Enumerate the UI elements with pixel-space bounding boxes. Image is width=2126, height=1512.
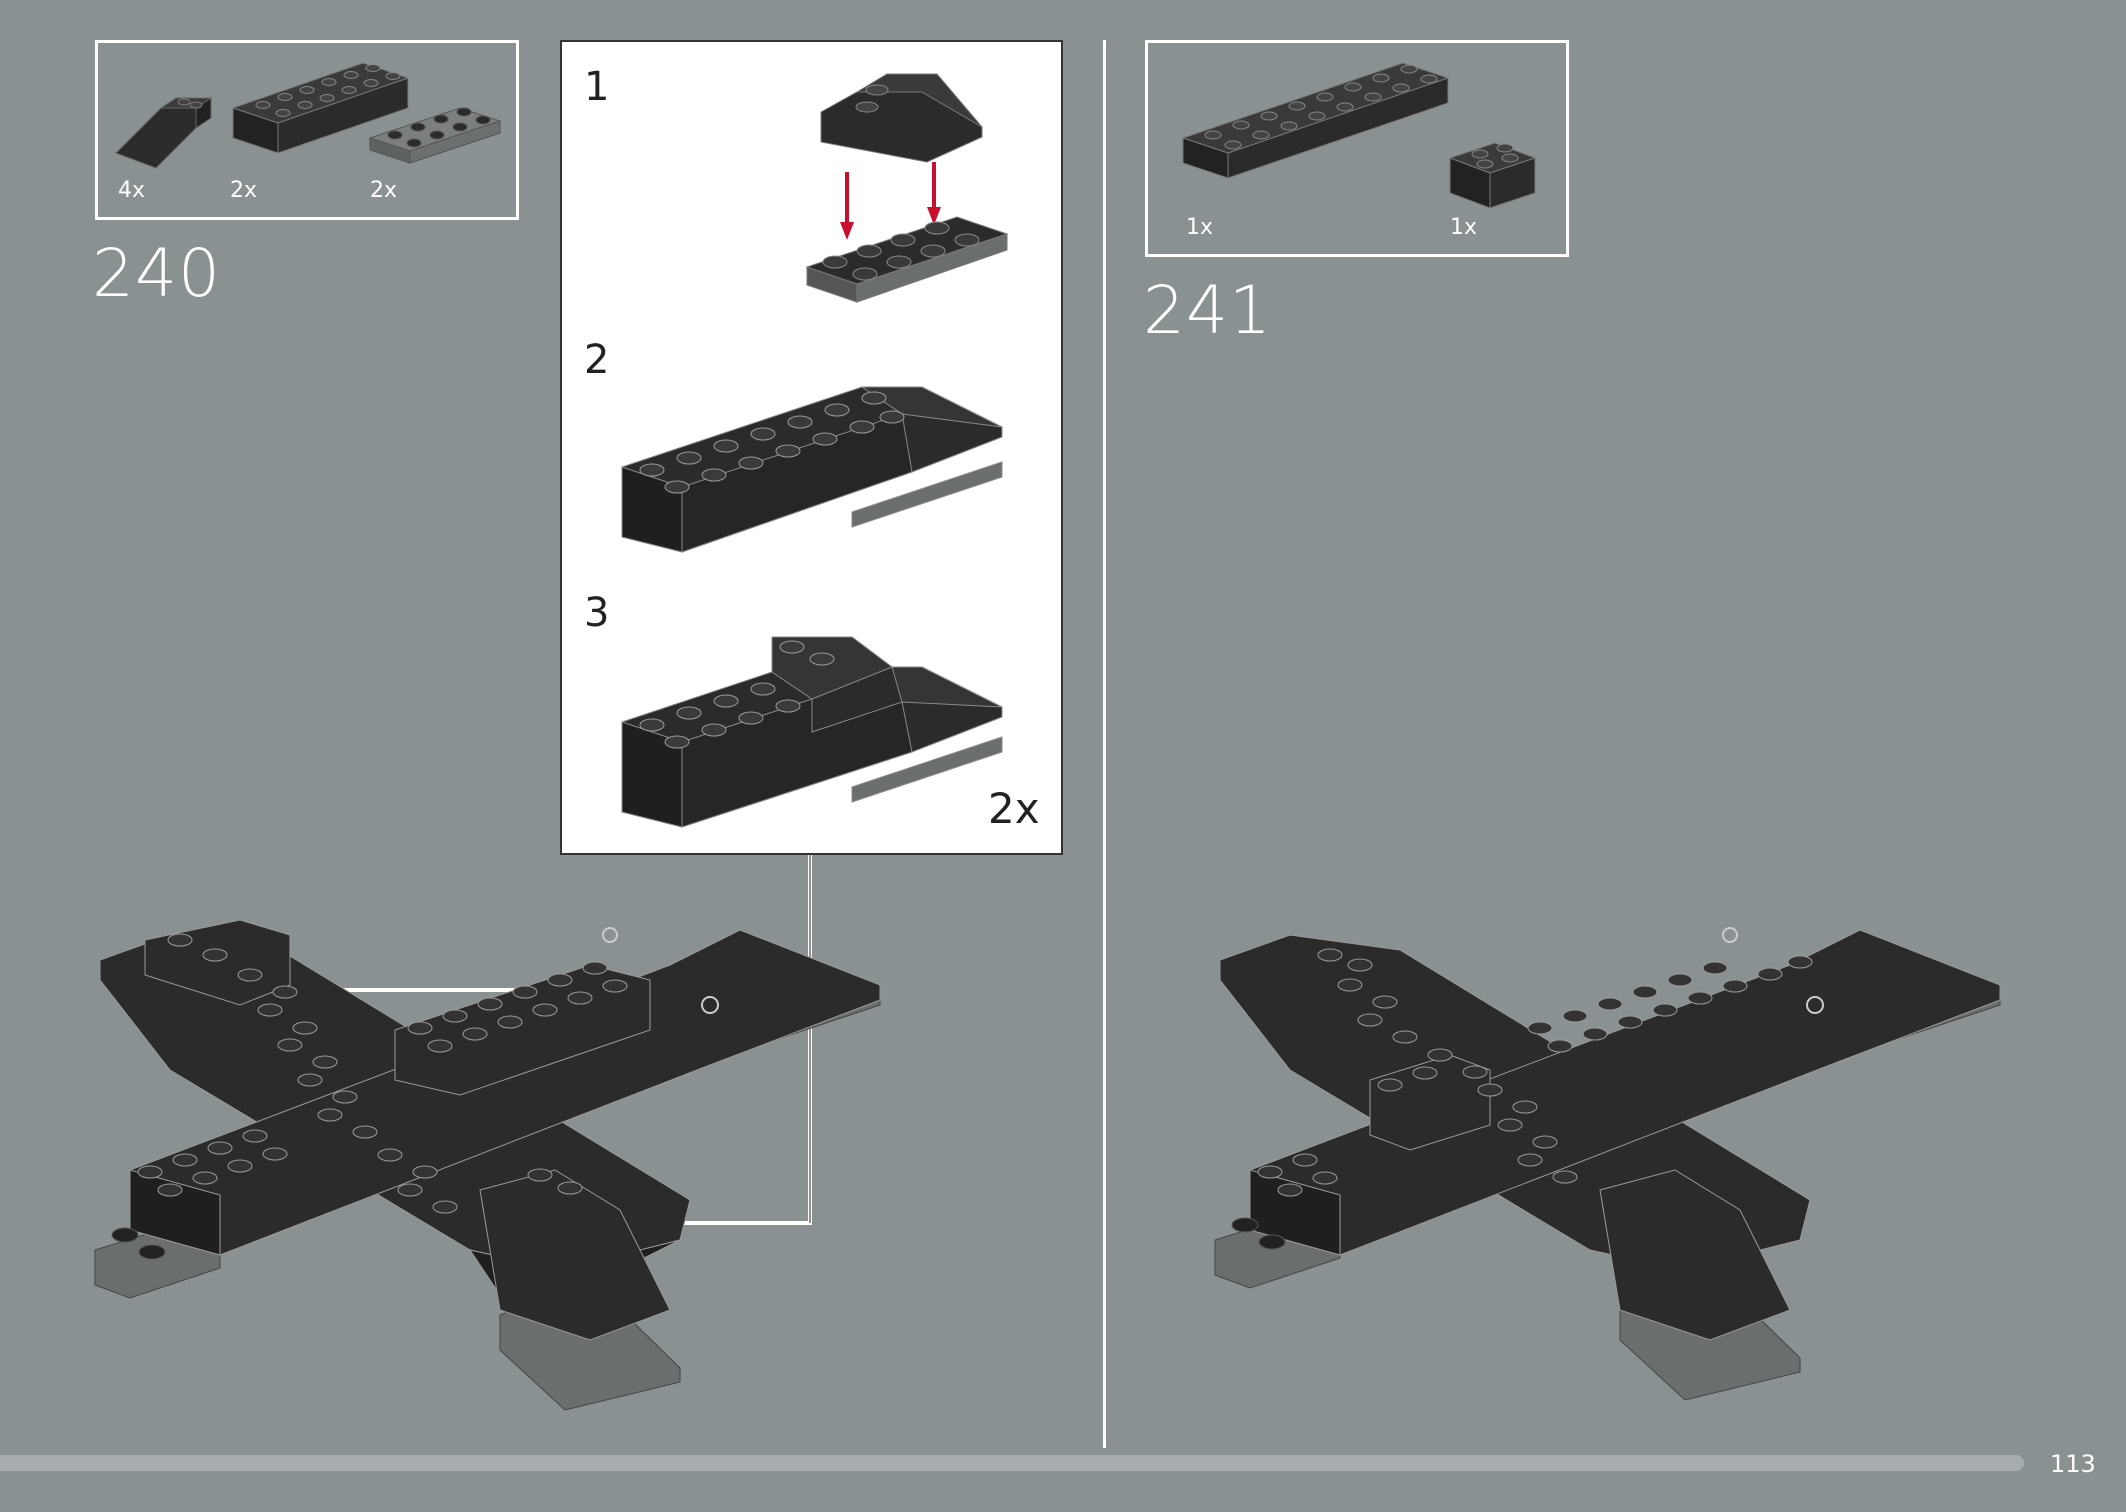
model-step-241: [1214, 927, 2001, 1401]
subassembly-multiplier: 2x: [988, 784, 1040, 833]
part-count-plate: 2x: [370, 178, 398, 203]
page-number: 113: [2050, 1450, 2096, 1478]
subassembly-callout: 1 2 3: [560, 40, 1063, 855]
part-count-slope: 4x: [118, 178, 146, 203]
plate-2x4-icon: [368, 107, 502, 164]
brick-2x2-icon: [1448, 142, 1537, 209]
page-divider: [1103, 40, 1106, 1448]
slope-brick-icon: [115, 97, 213, 169]
substep-2-illustration: [621, 386, 1003, 553]
substep-1-illustration: [805, 73, 1009, 303]
progress-bar: [0, 1455, 2024, 1471]
step-number-240: 240: [92, 235, 221, 312]
substep-3-illustration: [621, 636, 1003, 828]
brick-2x6-icon: [231, 62, 410, 154]
part-count-brick-2x2: 1x: [1450, 215, 1478, 240]
part-count-brick-2x8: 1x: [1186, 215, 1214, 240]
substep-1-number: 1: [584, 64, 610, 110]
brick-2x8-icon: [1181, 62, 1450, 179]
parts-list-240: 4x 2x 2x: [95, 40, 519, 220]
substep-2-number: 2: [584, 337, 610, 383]
parts-list-241: 1x 1x: [1145, 40, 1569, 257]
model-step-240: [94, 919, 881, 1411]
step-number-241: 241: [1143, 272, 1272, 349]
substep-3-number: 3: [584, 590, 610, 636]
part-count-brick: 2x: [230, 178, 258, 203]
